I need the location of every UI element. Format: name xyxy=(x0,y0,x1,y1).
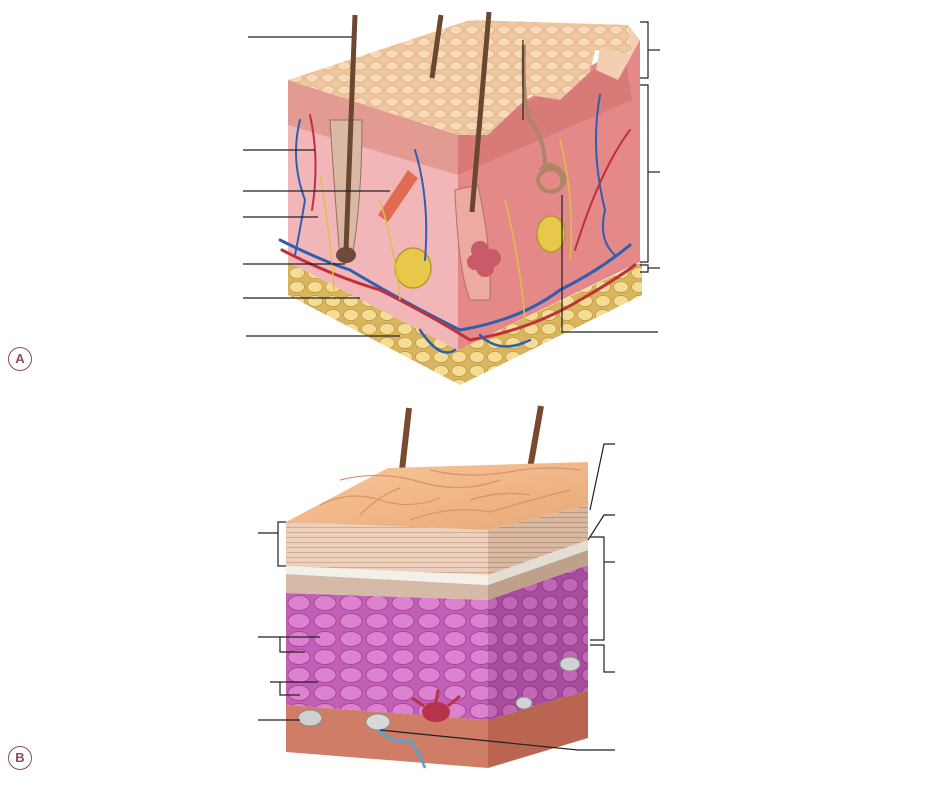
hair-shaft-middle xyxy=(429,14,444,79)
hypodermis-fat-layer xyxy=(288,262,642,385)
sweat-gland-coil xyxy=(521,44,567,194)
hair-shaft-right xyxy=(469,11,492,213)
stratum-corneum-front xyxy=(286,522,488,575)
stratum-spinosum-side xyxy=(488,565,588,720)
panel-a-skin-block xyxy=(243,11,660,385)
lamellar-corpuscle-left xyxy=(394,247,432,289)
lamellar-corpuscle-right xyxy=(536,215,566,253)
stratum-granulosum-front xyxy=(286,574,488,600)
sensory-nerve-ending xyxy=(377,729,427,769)
artery xyxy=(280,248,637,342)
sebaceous-gland xyxy=(467,241,501,277)
leader-lines-left-b xyxy=(258,521,320,721)
stratum-spinosum-front xyxy=(286,593,488,720)
hair-shaft-left xyxy=(343,14,358,251)
panel-b-badge: B xyxy=(8,746,32,770)
panel-b-epidermis-block xyxy=(258,405,615,769)
nerve-fibers xyxy=(319,139,572,321)
vein xyxy=(278,238,632,332)
leader-lines-right-a xyxy=(522,21,660,333)
merkel-cell xyxy=(365,713,391,731)
stratum-lucidum-front xyxy=(286,566,488,585)
dermis-base-side xyxy=(488,690,588,768)
stratum-corneum-side xyxy=(488,505,588,575)
leader-lines-left-a xyxy=(243,36,400,337)
leader-lines-right-b xyxy=(379,443,615,751)
panel-a-badge: A xyxy=(8,347,32,371)
arrector-pili-muscle xyxy=(378,170,418,222)
epidermis-surface xyxy=(288,20,632,135)
melanocyte xyxy=(422,702,450,722)
